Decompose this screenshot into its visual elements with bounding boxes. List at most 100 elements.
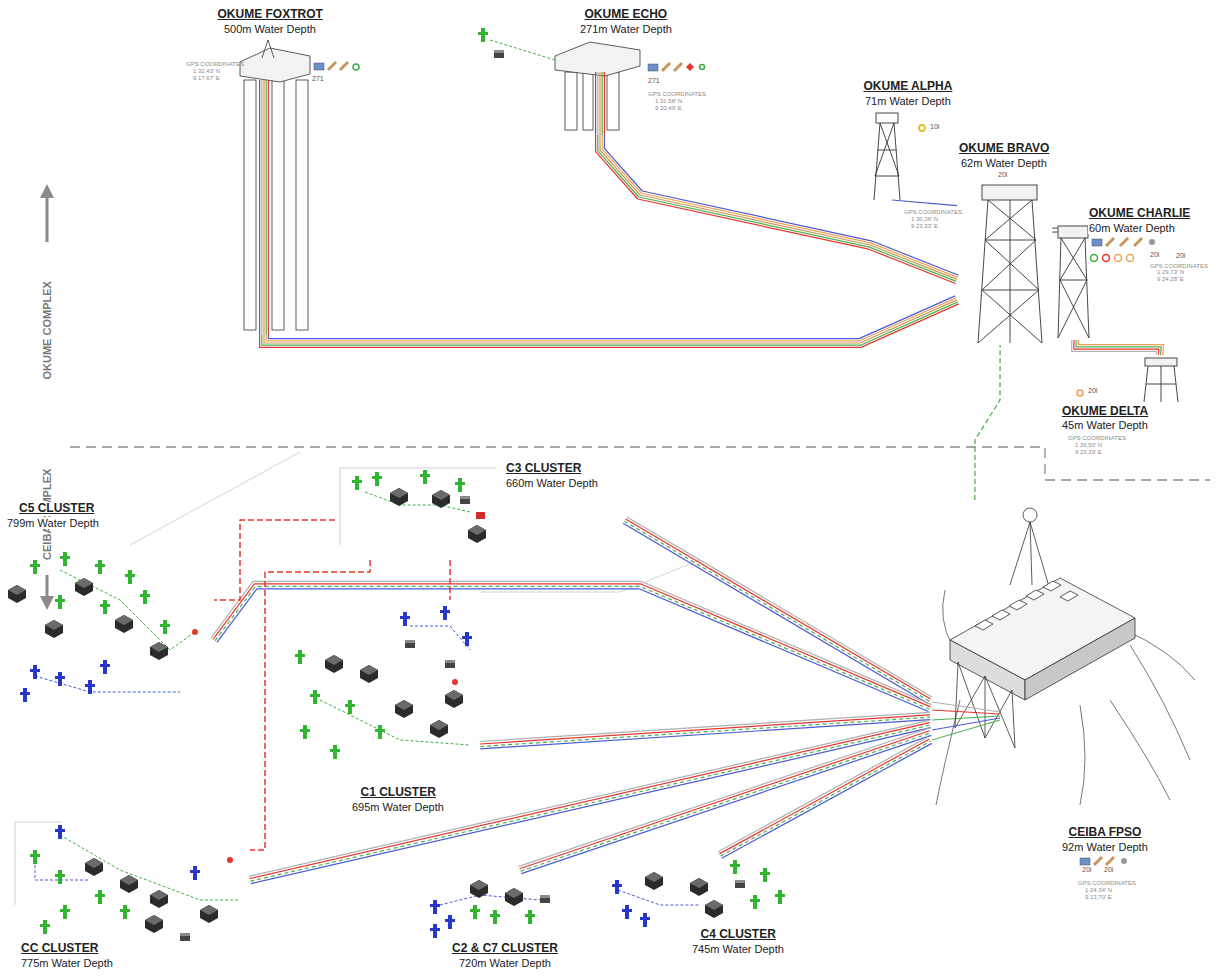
fpso-vessel (1025, 618, 1135, 700)
status-icon (353, 64, 359, 70)
water-depth: 271m Water Depth (579, 23, 673, 36)
subsea-cluster (160, 620, 170, 634)
flowline (1072, 340, 1157, 355)
facility-name: C3 CLUSTER (505, 462, 582, 476)
flowline (623, 523, 928, 703)
flowline (1053, 231, 1059, 232)
subsea-cluster (227, 857, 233, 863)
subsea-cluster (8, 585, 26, 603)
platform-label: OKUME CHARLIE60m Water Depth (1058, 205, 1202, 340)
flowline (480, 715, 930, 744)
subsea-cluster (100, 600, 110, 614)
jacket-platform (978, 200, 1042, 343)
status-icon (340, 62, 348, 70)
flowline (520, 733, 930, 871)
facility-name: OKUME DELTA (1061, 405, 1149, 419)
water-depth: 720m Water Depth (458, 957, 552, 970)
subsea-cluster (125, 570, 135, 584)
platform-label: OKUME ALPHA71m Water Depth (862, 78, 956, 200)
gps-coordinates: 1 29,50' N (1075, 442, 1102, 449)
spar-platform (244, 80, 256, 330)
subsea-cluster (150, 642, 168, 660)
subsea-cluster (460, 496, 470, 504)
complex-arrow (40, 184, 54, 198)
subsea-cluster (735, 880, 745, 888)
water-depth: 799m Water Depth (6, 517, 100, 530)
flowline (975, 345, 1000, 500)
flowline (520, 731, 930, 869)
riser-bundle (266, 80, 267, 335)
background-flowline (15, 822, 62, 905)
flowline-bundle (718, 737, 932, 859)
subsea-cluster (100, 660, 110, 674)
subsea-cluster (775, 890, 785, 904)
subsea-cluster (145, 915, 163, 933)
spar-platform (555, 42, 640, 76)
platform-label: OKUME DELTA45m Water Depth (1060, 355, 1202, 433)
gps-coordinates: 9 24,28' E (1157, 276, 1184, 283)
subsea-cluster (760, 868, 770, 882)
riser-bundle (597, 72, 598, 135)
cluster-label: CC CLUSTER775m Water Depth (10, 815, 250, 975)
subsea-cluster (400, 612, 410, 626)
gps-coordinates: 9 23,20' E (1075, 449, 1102, 456)
subsea-cluster (310, 690, 320, 704)
subsea-cluster (462, 632, 472, 646)
status-icon (1120, 238, 1128, 246)
flowline (1078, 340, 1163, 355)
gps-coordinates: 9 20,49' E (655, 105, 682, 112)
icon-number: 20i (1088, 387, 1097, 395)
gps-coordinates: GPS COORDINATES (1068, 435, 1126, 442)
subsea-cluster (95, 890, 105, 904)
subsea-cluster (432, 490, 450, 508)
icon-number: 20i (1176, 252, 1185, 260)
water-depth: 60m Water Depth (1088, 222, 1176, 235)
flowline (264, 300, 957, 343)
flowline (214, 520, 335, 600)
subsea-cluster (320, 700, 470, 745)
subsea-cluster (295, 606, 472, 759)
spar-platform (240, 40, 310, 330)
icon-number: 10i (930, 123, 939, 131)
flowline (892, 200, 957, 206)
flowline (250, 725, 930, 881)
subsea-cluster (430, 720, 448, 738)
subsea-tree (478, 28, 555, 60)
flowline (624, 521, 929, 701)
subsea-cluster (8, 552, 198, 702)
facility-name: C5 CLUSTER (18, 502, 95, 516)
subsea-cluster (410, 626, 470, 650)
jacket-platform (982, 185, 1037, 200)
subsea-cluster (192, 629, 198, 635)
riser-bundle (604, 72, 605, 135)
status-icon (1094, 857, 1102, 865)
subsea-cluster (330, 745, 340, 759)
flowline (602, 135, 958, 277)
flowline-bundle (260, 296, 959, 348)
spar-platform (296, 80, 308, 330)
subsea-cluster (750, 895, 760, 909)
subsea-cluster (420, 470, 430, 484)
gps-coordinates: GPS COORDINATES (904, 209, 962, 216)
water-depth: 62m Water Depth (960, 157, 1048, 170)
subsea-cluster (45, 620, 63, 638)
complex-divider (70, 447, 1210, 480)
gps-coordinates: 1 24,34' N (1085, 887, 1112, 894)
facility-name: OKUME ECHO (584, 8, 669, 22)
subsea-cluster (30, 825, 240, 941)
status-icon (314, 63, 324, 70)
subsea-cluster (360, 665, 378, 683)
water-depth: 745m Water Depth (691, 943, 785, 956)
subsea-cluster (395, 700, 413, 718)
jacket-platform (978, 185, 1042, 343)
jacket-platform (1145, 358, 1177, 366)
subsea-cluster (445, 660, 455, 668)
flowline (262, 302, 958, 345)
subsea-cluster (55, 870, 65, 884)
cluster-label: C5 CLUSTER799m Water Depth (4, 500, 214, 705)
subsea-cluster (30, 560, 40, 574)
riser-bundle (261, 80, 262, 335)
water-depth: 92m Water Depth (1061, 841, 1149, 854)
subsea-cluster (60, 835, 240, 900)
flowline (480, 712, 930, 741)
